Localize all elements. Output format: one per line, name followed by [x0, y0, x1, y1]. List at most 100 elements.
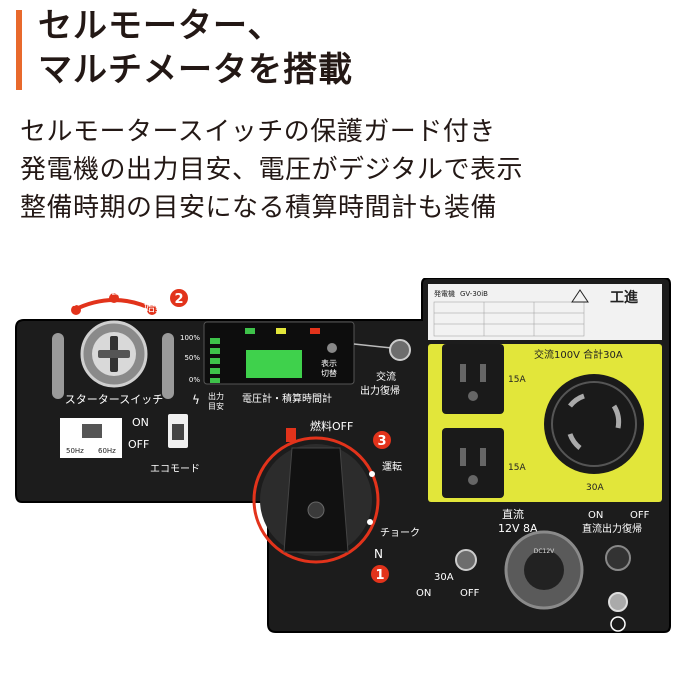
- overload-led: [310, 328, 320, 334]
- dc-title: 直流: [502, 507, 524, 521]
- starter-step-number: 2: [174, 292, 183, 307]
- level-led-3: [210, 358, 220, 364]
- lower-outlet-slot-r: [480, 448, 486, 466]
- display-toggle-button[interactable]: [327, 343, 337, 353]
- lightning-icon: ϟ: [192, 393, 200, 407]
- upper-outlet-ground: [468, 391, 478, 401]
- fuel-knob-group: 燃料OFF 3 運転 チョーク N 1: [252, 419, 420, 583]
- dc-socket-label: DC12V: [534, 548, 555, 555]
- dc-indicator: [608, 592, 628, 612]
- fuel-pump-icon: [286, 428, 296, 442]
- ac-outlet-lower[interactable]: [442, 428, 504, 498]
- ac-reset-label-1: 交流: [376, 370, 396, 383]
- choke-icon: N: [374, 547, 383, 561]
- freq-60hz-label: 60Hz: [98, 447, 116, 455]
- title-line-1: セルモーター、: [38, 6, 283, 46]
- ac-outlet-header: 交流100V 合計30A: [534, 348, 623, 361]
- breaker-group: 30A ON OFF: [416, 549, 480, 599]
- starter-run-sub: ON: [120, 288, 131, 296]
- output-target-label-2: 目安: [208, 401, 224, 411]
- breaker-amp: 30A: [434, 572, 454, 583]
- level-led-4: [210, 368, 220, 374]
- fuel-off-label: 燃料OFF: [310, 419, 353, 433]
- starter-stop-label: 停止: [54, 294, 76, 308]
- starter-dot-stop: [71, 305, 81, 315]
- eco-switch-rocker: [172, 424, 184, 440]
- twist-lock-slot-2: [611, 404, 622, 429]
- eco-mode-label: エコモード: [150, 464, 200, 475]
- upper-outlet-slot-r: [480, 364, 486, 382]
- upper-outlet-slot-l: [460, 364, 466, 382]
- twist-lock-slot-3: [567, 433, 582, 450]
- freq-50hz-label: 50Hz: [66, 447, 84, 455]
- fuel-knob-ring: [252, 436, 380, 564]
- fuel-step-badge-1: [371, 565, 389, 583]
- dc-reset-label: 直流出力復帰: [582, 522, 642, 535]
- fuel-knob-hub: [307, 501, 325, 519]
- twist-lock-rim: [551, 381, 637, 467]
- starter-start-label: 始動: [144, 300, 166, 314]
- ac-upper-amp: 15A: [508, 375, 526, 385]
- level-led-1: [210, 338, 220, 344]
- spec-plate: 発電機 GV-30iB 工進: [428, 284, 662, 340]
- generator-control-panel: 停止 OFF 運転 ON 始動 2 スタータースイッチ 50Hz 60Hz ON…: [15, 278, 671, 633]
- fuel-run-label: 運転: [382, 461, 402, 473]
- multimeter-group: 出力 オイル量 過負荷 表示 切替 100% 50% 0% 出力 目安 電圧計・…: [180, 307, 355, 411]
- frequency-selector-group: 50Hz 60Hz ON OFF エコモード ϟ: [60, 393, 200, 475]
- level-led-5: [210, 378, 220, 383]
- starter-switch-label: スタータースイッチ: [65, 393, 163, 406]
- starter-switch-group: 停止 OFF 運転 ON 始動 2 スタータースイッチ: [52, 284, 188, 406]
- starter-step-badge: [170, 289, 188, 307]
- ac-twist-amp: 30A: [586, 483, 604, 493]
- twist-lock-slot-1: [568, 393, 585, 408]
- choke-dot: [367, 519, 373, 525]
- fuel-step-number-1: 1: [375, 568, 384, 583]
- spec-model-value: GV-30iB: [460, 290, 488, 298]
- lcd-display: [246, 350, 302, 378]
- choke-label: チョーク: [380, 527, 420, 539]
- pct-100-label: 100%: [180, 334, 200, 342]
- lower-outlet-slot-l: [460, 448, 466, 466]
- starter-stop-sub: OFF: [56, 310, 70, 318]
- ac-outlet-upper[interactable]: [442, 344, 504, 414]
- breaker-on-label: ON: [416, 588, 431, 599]
- ac-lower-amp: 15A: [508, 463, 526, 473]
- title-line-2: マルチメータを搭載: [38, 50, 353, 90]
- heading-accent-bar: [16, 10, 22, 90]
- spec-model-label: 発電機: [434, 289, 455, 298]
- dc-spec: 12V 8A: [498, 522, 538, 535]
- ac-reset-button[interactable]: [389, 339, 411, 361]
- meter-col-overload: 過負荷: [310, 307, 337, 319]
- key-slot-cross: [98, 350, 130, 358]
- fuel-step-badge-3: [373, 431, 391, 449]
- ac-reset-group: 交流 出力復帰: [353, 339, 411, 397]
- ac-reset-leader: [353, 343, 393, 349]
- description-line-2: 発電機の出力目安、電圧がデジタルで表示: [20, 155, 523, 185]
- dc-on-label: ON: [588, 510, 603, 521]
- starter-guard-left: [52, 333, 64, 399]
- starter-guard-right: [162, 333, 174, 399]
- fuel-run-dot: [369, 471, 375, 477]
- meter-col-oil: オイル量: [264, 308, 300, 319]
- eco-on-label: ON: [132, 416, 149, 429]
- pct-50-label: 50%: [184, 354, 200, 362]
- dc-reset-button[interactable]: [605, 545, 631, 571]
- breaker-off-label: OFF: [460, 588, 480, 599]
- meter-caption: 電圧計・積算時間計: [242, 392, 332, 405]
- page-title: セルモーター、 マルチメータを搭載: [38, 4, 353, 92]
- starter-dot-run: [109, 293, 119, 303]
- ac-twist-lock-outlet[interactable]: [544, 374, 644, 474]
- fuel-knob-lever[interactable]: [283, 447, 349, 553]
- dc-off-label: OFF: [630, 510, 650, 521]
- pct-0-label: 0%: [189, 376, 200, 384]
- output-led: [245, 328, 255, 334]
- ground-terminal-icon[interactable]: [610, 616, 626, 632]
- lower-outlet-ground: [468, 475, 478, 485]
- dc-output-group: 直流 12V 8A ON OFF 直流出力復帰 DC12V: [498, 507, 650, 632]
- level-led-2: [210, 348, 220, 354]
- warning-triangle-icon: [571, 289, 589, 303]
- breaker-button[interactable]: [455, 549, 477, 571]
- spec-plate-bg: [428, 284, 662, 340]
- brand-logo: 工進: [610, 290, 638, 306]
- frequency-switch-toggle[interactable]: [82, 424, 102, 438]
